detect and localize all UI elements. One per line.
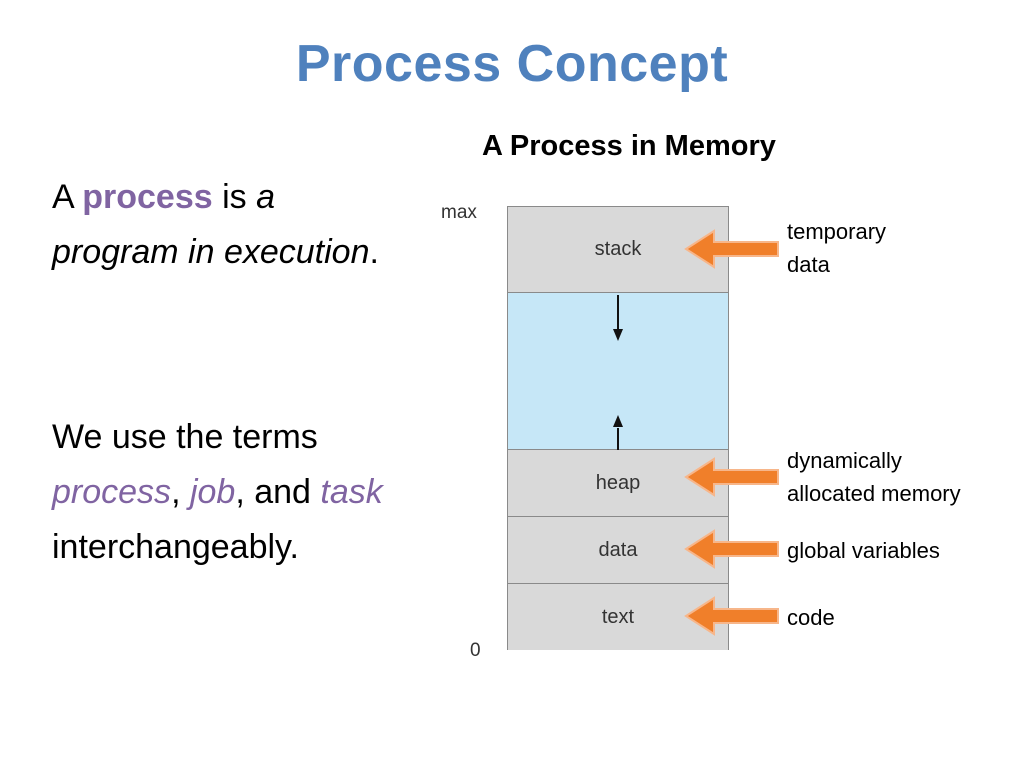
address-zero-label: 0 [470,640,481,661]
term-process-bold: process [82,178,213,216]
stack-arrow-icon [684,229,779,269]
definition-text-2: is [212,178,257,216]
heap-arrow-icon [684,457,779,497]
text-label: text [601,605,635,628]
terms-text-end: interchangeably. [52,528,299,566]
figure-caption: A Process in Memory [482,130,776,162]
text-arrow-icon [684,596,779,636]
stack-growth-arrowhead [613,328,623,341]
free-space-segment [508,293,728,450]
heap-label: heap [595,471,641,494]
address-max-label: max [441,202,477,223]
heap-growth-arrowhead [613,414,623,427]
definition-paragraph: A process is a program in execution. [52,170,392,280]
heap-annotation-line1: dynamically [787,448,902,473]
stack-label: stack [594,238,642,260]
term-job: job [189,473,236,511]
growth-arrows-icon [613,294,623,450]
heap-annotation-line2: allocated memory [787,481,961,506]
heap-annotation: dynamically allocated memory [787,444,961,510]
term-process: process [52,473,172,511]
data-annotation: global variables [787,538,940,563]
definition-period: . [369,233,379,271]
data-arrow-icon [684,529,779,569]
process-memory-diagram: stack heap data text [507,206,729,650]
definition-text-1: A [52,178,83,216]
heap-segment: heap [508,450,728,517]
data-label: data [598,538,638,561]
stack-annotation: temporary data [787,215,886,281]
text-annotation: code [787,605,835,630]
stack-annotation-line1: temporary [787,219,887,244]
stack-annotation-line2: data [787,252,830,277]
terms-paragraph: We use the terms process, job, and task … [52,410,392,575]
term-task: task [320,473,383,511]
terms-and: , and [235,473,321,511]
definition-phrase: a program in execution [52,178,370,271]
slide-title: Process Concept [295,35,729,93]
terms-comma: , [171,473,190,511]
terms-text-1: We use the terms [52,418,318,456]
